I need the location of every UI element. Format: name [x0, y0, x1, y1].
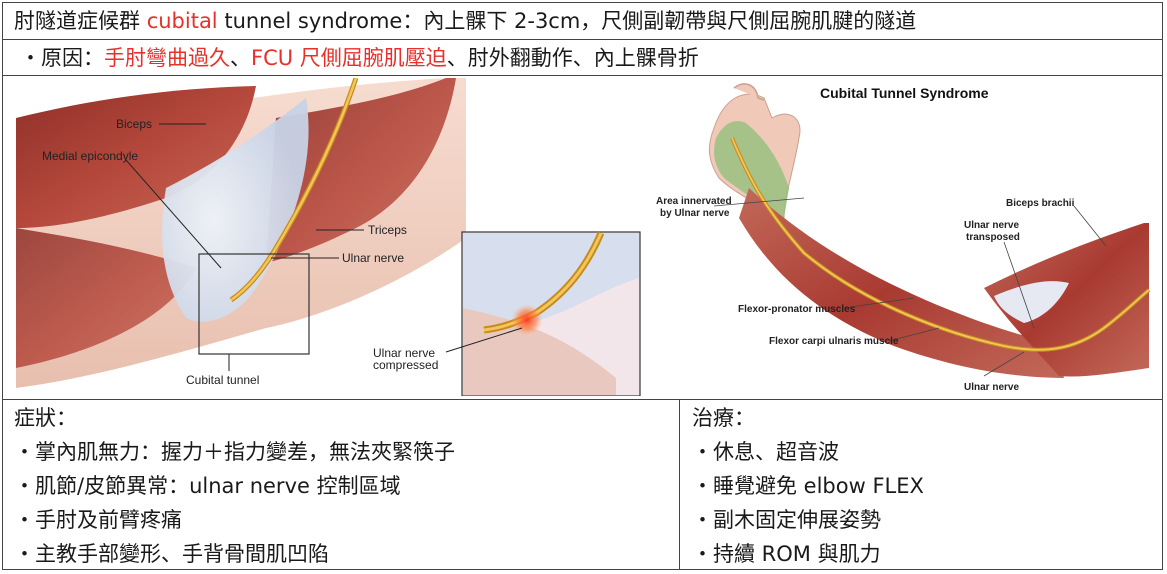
- arm-svg: Cubital Tunnel Syndrome Area innervated …: [656, 83, 1151, 393]
- title-part-2: tunnel syndrome：內上髁下 2-3cm，尺側副韌帶與尺側屈腕肌腱的…: [217, 9, 917, 33]
- cause-red-1: 手肘彎曲過久: [104, 46, 230, 70]
- label-transposed-2: transposed: [966, 232, 1020, 243]
- right-figure-title: Cubital Tunnel Syndrome: [820, 85, 989, 101]
- cause-red-2: FCU 尺側屈腕肌壓迫: [251, 46, 447, 70]
- label-transposed-1: Ulnar nerve: [964, 220, 1019, 231]
- bottom-row: 症狀： ・掌內肌無力：握力＋指力變差，無法夾緊筷子 ・肌節/皮節異常：ulnar…: [2, 400, 1163, 570]
- ulnar-nerve-highlight: [230, 78, 358, 302]
- treatment-item: ・睡覺避免 elbow FLEX: [692, 474, 924, 498]
- forearm-muscle: [16, 228, 196, 368]
- label-medial-epicondyle: Medial epicondyle: [42, 149, 138, 163]
- innervated-area: [714, 121, 789, 218]
- transposed-leader: [1003, 241, 1035, 329]
- symptom-item: ・肌節/皮節異常：ulnar nerve 控制區域: [14, 474, 401, 498]
- label-biceps-brachii: Biceps brachii: [1006, 198, 1075, 209]
- inset-tendon: [463, 233, 639, 328]
- elbow-illustration: Biceps Medial epicondyle Triceps Ulnar n…: [16, 78, 656, 396]
- treatment-item: ・副木固定伸展姿勢: [692, 508, 881, 532]
- label-compressed-2: compressed: [373, 358, 438, 372]
- forearm-muscles: [739, 188, 1064, 378]
- label-area-2: by Ulnar nerve: [660, 208, 730, 219]
- biceps-brachii-leader: [1073, 205, 1107, 247]
- arm-illustration: Cubital Tunnel Syndrome Area innervated …: [654, 78, 1154, 396]
- cubital-tunnel-box: [198, 253, 310, 355]
- title-row: 肘隧道症候群 cubital tunnel syndrome：內上髁下 2-3c…: [2, 2, 1163, 40]
- thumb-shape: [733, 83, 765, 101]
- elbow-tendon: [994, 281, 1069, 323]
- cause-rest: 、肘外翻動作、內上髁骨折: [446, 46, 699, 70]
- treatment-item: ・持續 ROM 與肌力: [692, 542, 881, 566]
- ulnar-nerve-course-highlight: [731, 137, 1150, 351]
- compression-glow: [511, 304, 543, 336]
- symptom-item: ・主教手部變形、手背骨間肌凹陷: [14, 542, 329, 566]
- inset-nerve-highlight: [483, 232, 603, 332]
- biceps-muscle: [16, 86, 256, 228]
- cause-prefix: ・原因：: [20, 46, 104, 70]
- cause-row: ・原因：手肘彎曲過久、FCU 尺側屈腕肌壓迫、肘外翻動作、內上髁骨折: [2, 40, 1163, 76]
- label-compressed-1: Ulnar nerve: [373, 346, 435, 360]
- treatment-heading: 治療：: [692, 406, 755, 430]
- flexor-pronator-leader: [843, 297, 915, 309]
- label-triceps: Triceps: [368, 223, 407, 237]
- cause-text: ・原因：手肘彎曲過久、FCU 尺側屈腕肌壓迫、肘外翻動作、內上髁骨折: [20, 48, 699, 69]
- label-flexor-pronator: Flexor-pronator muscles: [738, 304, 856, 315]
- compression-inset: Ulnar nerve compressed: [373, 231, 641, 396]
- title-part-1: 肘隧道症候群: [14, 9, 147, 33]
- illustration-row: Biceps Medial epicondyle Triceps Ulnar n…: [2, 76, 1163, 400]
- title-highlight: cubital: [146, 9, 218, 33]
- symptom-item: ・掌內肌無力：握力＋指力變差，無法夾緊筷子: [14, 440, 455, 464]
- label-ulnar-nerve-right: Ulnar nerve: [964, 382, 1019, 393]
- symptoms-heading: 症狀：: [14, 406, 77, 430]
- page-title: 肘隧道症候群 cubital tunnel syndrome：內上髁下 2-3c…: [14, 11, 916, 32]
- biceps-brachii-muscle: [984, 223, 1149, 377]
- cause-sep: 、: [230, 46, 251, 70]
- elbow-svg: Biceps Medial epicondyle Triceps Ulnar n…: [16, 78, 641, 396]
- label-area-1: Area innervated: [656, 196, 732, 207]
- label-ulnar-nerve: Ulnar nerve: [342, 251, 404, 265]
- compressed-leader: [445, 327, 523, 353]
- label-cubital-tunnel: Cubital tunnel: [186, 373, 259, 387]
- area-leader: [713, 197, 805, 207]
- triceps-muscle: [266, 78, 456, 263]
- ulnar-leader-right: [983, 351, 1025, 377]
- treatment-item: ・休息、超音波: [692, 440, 839, 464]
- label-fcu: Flexor carpi ulnaris muscle: [769, 336, 899, 347]
- symptom-item: ・手肘及前臂疼痛: [14, 508, 182, 532]
- column-divider: [679, 400, 680, 570]
- epicondyle-leader: [125, 159, 222, 269]
- fcu-leader: [888, 327, 940, 342]
- label-biceps: Biceps: [116, 117, 152, 131]
